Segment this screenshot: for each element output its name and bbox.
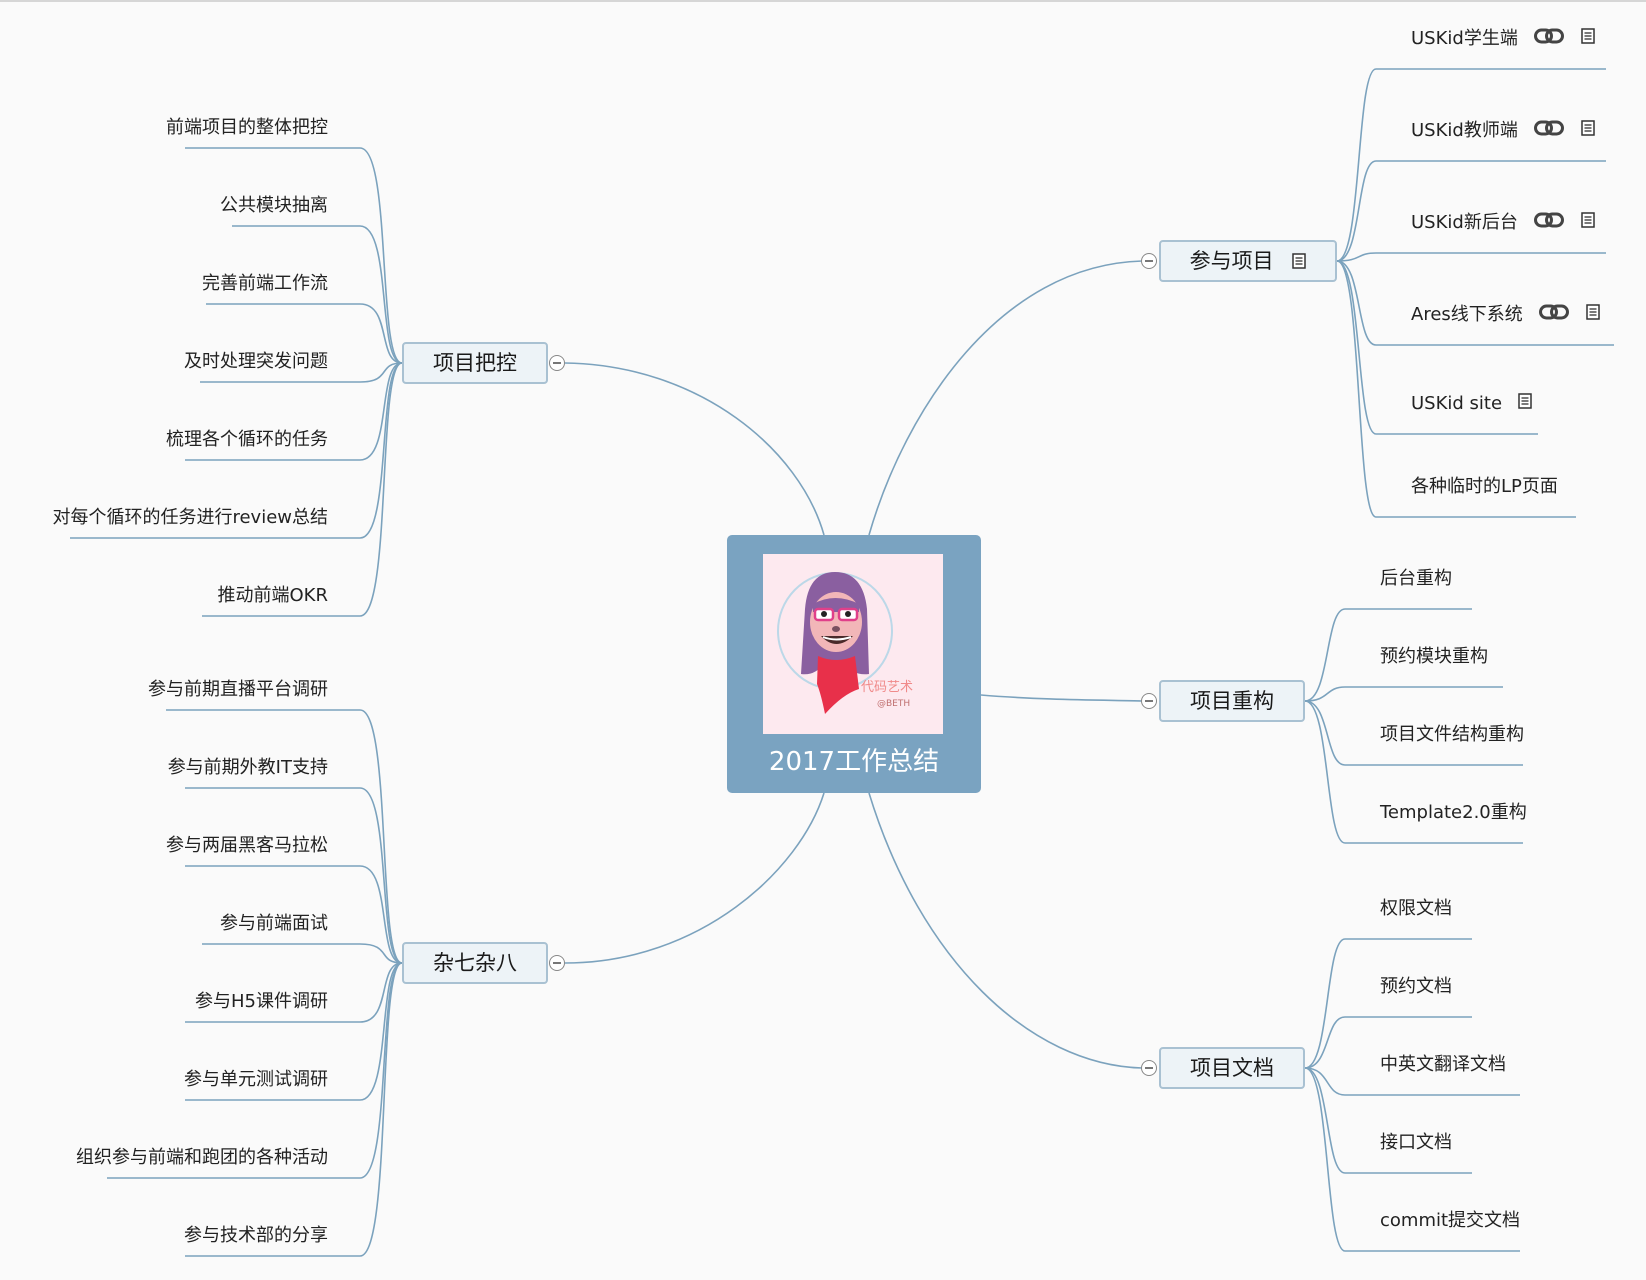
connector [564, 362, 825, 536]
connector [359, 962, 403, 1179]
central-title: 2017工作总结 [768, 747, 940, 777]
connector [868, 792, 1143, 1069]
branch-xiangmu-bakong[interactable]: 项目把控 [402, 342, 548, 384]
connector [359, 787, 403, 964]
branch-xiangmu-wendang[interactable]: 项目文档 [1159, 1047, 1305, 1089]
connector [359, 362, 403, 461]
connector [359, 962, 403, 1101]
leaf-item[interactable]: Ares线下系统 [1411, 303, 1600, 327]
note-icon[interactable] [1292, 243, 1307, 281]
connector [359, 362, 403, 539]
avatar-handle: @BETH [877, 699, 910, 709]
branch-label: 项目文档 [1190, 1056, 1274, 1080]
leaf-item[interactable]: USKid教师端 [1411, 119, 1596, 143]
leaf-item[interactable]: 参与H5课件调研 [195, 991, 328, 1012]
connector [1304, 1067, 1346, 1174]
leaf-item[interactable]: 参与单元测试调研 [184, 1069, 328, 1090]
note-icon[interactable] [1581, 119, 1596, 143]
connector [359, 709, 403, 964]
leaf-item[interactable]: 权限文档 [1380, 898, 1452, 919]
top-border [0, 0, 1646, 2]
leaf-item[interactable]: 参与前端面试 [220, 913, 328, 934]
leaf-item[interactable]: 前端项目的整体把控 [166, 117, 328, 138]
leaf-item[interactable]: 组织参与前端和跑团的各种活动 [76, 1147, 328, 1168]
connector [564, 792, 825, 964]
connector [359, 943, 403, 964]
connector [1304, 1016, 1346, 1069]
avatar: 代码艺术 @BETH [763, 554, 943, 734]
link-icon[interactable] [1538, 303, 1569, 327]
leaf-item[interactable]: 及时处理突发问题 [184, 351, 328, 372]
note-icon[interactable] [1581, 211, 1596, 235]
leaf-item[interactable]: 参与前期外教IT支持 [167, 757, 328, 778]
collapse-icon[interactable] [1141, 253, 1157, 269]
leaf-item[interactable]: commit提交文档 [1380, 1210, 1521, 1231]
link-icon[interactable] [1533, 119, 1564, 143]
leaf-item[interactable]: 预约文档 [1380, 976, 1452, 997]
note-icon[interactable] [1581, 27, 1596, 51]
connector [1304, 1067, 1346, 1252]
connector [1304, 1067, 1346, 1096]
leaf-item[interactable]: 各种临时的LP页面 [1411, 476, 1558, 497]
note-icon[interactable] [1518, 392, 1532, 416]
connector [1336, 260, 1377, 346]
link-icon[interactable] [1533, 27, 1564, 51]
note-icon[interactable] [1586, 303, 1600, 327]
branch-zaqi-zaba[interactable]: 杂七杂八 [402, 942, 548, 984]
branch-label: 参与项目 [1189, 249, 1274, 273]
connector [868, 260, 1143, 536]
leaf-item[interactable]: 参与两届黑客马拉松 [166, 835, 328, 856]
connector [359, 962, 403, 1023]
connector [359, 225, 403, 364]
leaf-item[interactable]: 完善前端工作流 [202, 273, 328, 294]
connector [1336, 68, 1377, 262]
connector [1304, 938, 1346, 1069]
connector [359, 362, 403, 617]
leaf-item[interactable]: 公共模块抽离 [220, 195, 328, 216]
leaf-item[interactable]: 对每个循环的任务进行review总结 [52, 507, 328, 528]
leaf-item[interactable]: USKid学生端 [1411, 27, 1596, 51]
connector [1336, 260, 1377, 435]
connector [1336, 260, 1377, 518]
avatar-caption: 代码艺术 [861, 680, 913, 695]
collapse-icon[interactable] [549, 355, 565, 371]
branch-canyu-xiangmu[interactable]: 参与项目 [1159, 240, 1337, 282]
connector [1304, 700, 1346, 766]
branch-label: 项目重构 [1190, 689, 1274, 713]
collapse-icon[interactable] [1141, 693, 1157, 709]
leaf-item[interactable]: 梳理各个循环的任务 [166, 429, 328, 450]
leaf-item[interactable]: 预约模块重构 [1380, 646, 1488, 667]
branch-label: 杂七杂八 [433, 951, 517, 975]
branch-xiangmu-chonggou[interactable]: 项目重构 [1159, 680, 1305, 722]
leaf-item[interactable]: 后台重构 [1380, 568, 1452, 589]
connector [359, 303, 403, 364]
connector [1304, 608, 1346, 702]
connector [1304, 700, 1346, 844]
branch-label: 项目把控 [433, 351, 517, 375]
connector [359, 147, 403, 364]
leaf-item[interactable]: 参与技术部的分享 [184, 1225, 328, 1246]
collapse-icon[interactable] [549, 955, 565, 971]
leaf-item[interactable]: USKid新后台 [1411, 211, 1596, 235]
connector [359, 962, 403, 1257]
connector [1336, 252, 1377, 262]
leaf-item[interactable]: 参与前期直播平台调研 [148, 679, 328, 700]
connector [1336, 160, 1377, 262]
connector [1304, 686, 1346, 702]
connector [359, 865, 403, 964]
leaf-item[interactable]: USKid site [1411, 392, 1532, 416]
central-topic[interactable]: 代码艺术 @BETH 2017工作总结 [727, 535, 981, 793]
leaf-item[interactable]: 中英文翻译文档 [1380, 1054, 1506, 1075]
link-icon[interactable] [1533, 211, 1564, 235]
connector [359, 362, 403, 383]
leaf-item[interactable]: 项目文件结构重构 [1380, 724, 1524, 745]
leaf-item[interactable]: 推动前端OKR [217, 585, 328, 606]
collapse-icon[interactable] [1141, 1060, 1157, 1076]
leaf-item[interactable]: Template2.0重构 [1380, 802, 1527, 823]
connector [980, 694, 1143, 702]
leaf-item[interactable]: 接口文档 [1380, 1132, 1452, 1153]
